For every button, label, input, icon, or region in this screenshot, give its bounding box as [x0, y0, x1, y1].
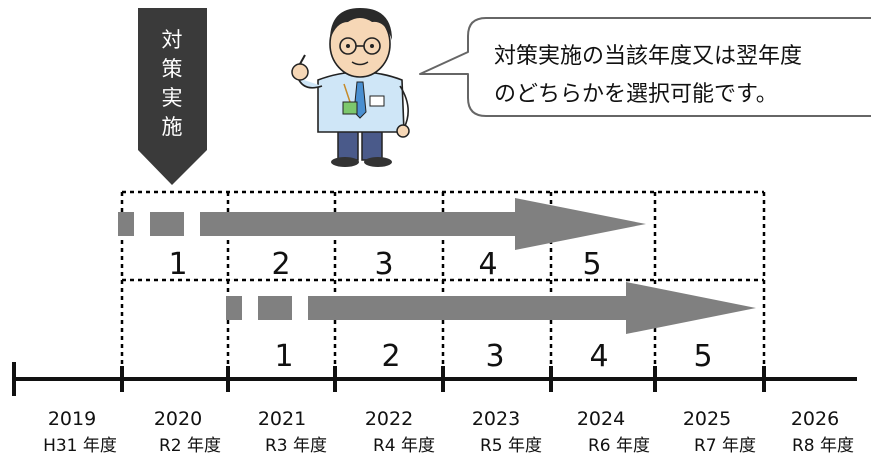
year-label: 2019: [48, 408, 96, 430]
year-label: 2023: [472, 408, 520, 430]
option1-numbers: 1 2 3 4 5: [168, 247, 601, 282]
marker-char-4: 施: [162, 115, 183, 139]
option2-numbers: 1 2 3 4 5: [274, 339, 712, 374]
year-label: 2020: [154, 408, 202, 430]
arrow1-dash-2: [150, 212, 184, 236]
year-label: 2025: [683, 408, 731, 430]
marker-char-2: 策: [162, 57, 183, 81]
marker-char-3: 実: [162, 86, 183, 110]
era-label: H31 年度: [43, 436, 117, 456]
year-labels: 2019 2020 2021 2022 2023 2024 2025 2026: [48, 408, 839, 430]
option1-arrow: [118, 198, 646, 250]
year-label: 2021: [258, 408, 306, 430]
marker-char-1: 対: [162, 28, 183, 52]
arrow2-dash-2: [258, 296, 292, 320]
era-label: R4 年度: [373, 436, 435, 456]
option2-year-3: 3: [485, 339, 504, 374]
year-label: 2024: [577, 408, 625, 430]
year-label: 2026: [791, 408, 839, 430]
option1-year-1: 1: [168, 247, 187, 282]
dotted-grid: [120, 190, 766, 376]
speech-line-1: 対策実施の当該年度又は翌年度: [494, 44, 802, 69]
option1-year-5: 5: [582, 247, 601, 282]
era-label: R7 年度: [694, 436, 756, 456]
era-label: R8 年度: [792, 436, 854, 456]
arrow1-dash-1: [118, 212, 134, 236]
era-label: R6 年度: [588, 436, 650, 456]
option2-year-1: 1: [274, 339, 293, 374]
era-label: R5 年度: [480, 436, 542, 456]
option2-year-2: 2: [381, 339, 400, 374]
arrow1-body: [200, 198, 646, 250]
year-label: 2022: [365, 408, 413, 430]
arrow2-dash-1: [226, 296, 242, 320]
option2-year-4: 4: [589, 339, 608, 374]
timeline-axis: [12, 362, 857, 396]
option1-year-2: 2: [271, 247, 290, 282]
era-labels: H31 年度 R2 年度 R3 年度 R4 年度 R5 年度 R6 年度 R7 …: [43, 436, 854, 456]
option2-arrow: [226, 282, 756, 334]
era-label: R3 年度: [265, 436, 327, 456]
speech-bubble: 対策実施の当該年度又は翌年度 のどちらかを選択可能です。: [419, 17, 871, 117]
option2-year-5: 5: [693, 339, 712, 374]
era-label: R2 年度: [159, 436, 221, 456]
marker-shape: [138, 8, 207, 185]
implementation-marker: 対 策 実 施: [138, 8, 207, 185]
presenter-illustration: [291, 8, 410, 167]
option1-year-3: 3: [374, 247, 393, 282]
speech-line-2: のどちらかを選択可能です。: [494, 82, 778, 107]
option1-year-4: 4: [478, 247, 497, 282]
arrow2-body: [308, 282, 756, 334]
